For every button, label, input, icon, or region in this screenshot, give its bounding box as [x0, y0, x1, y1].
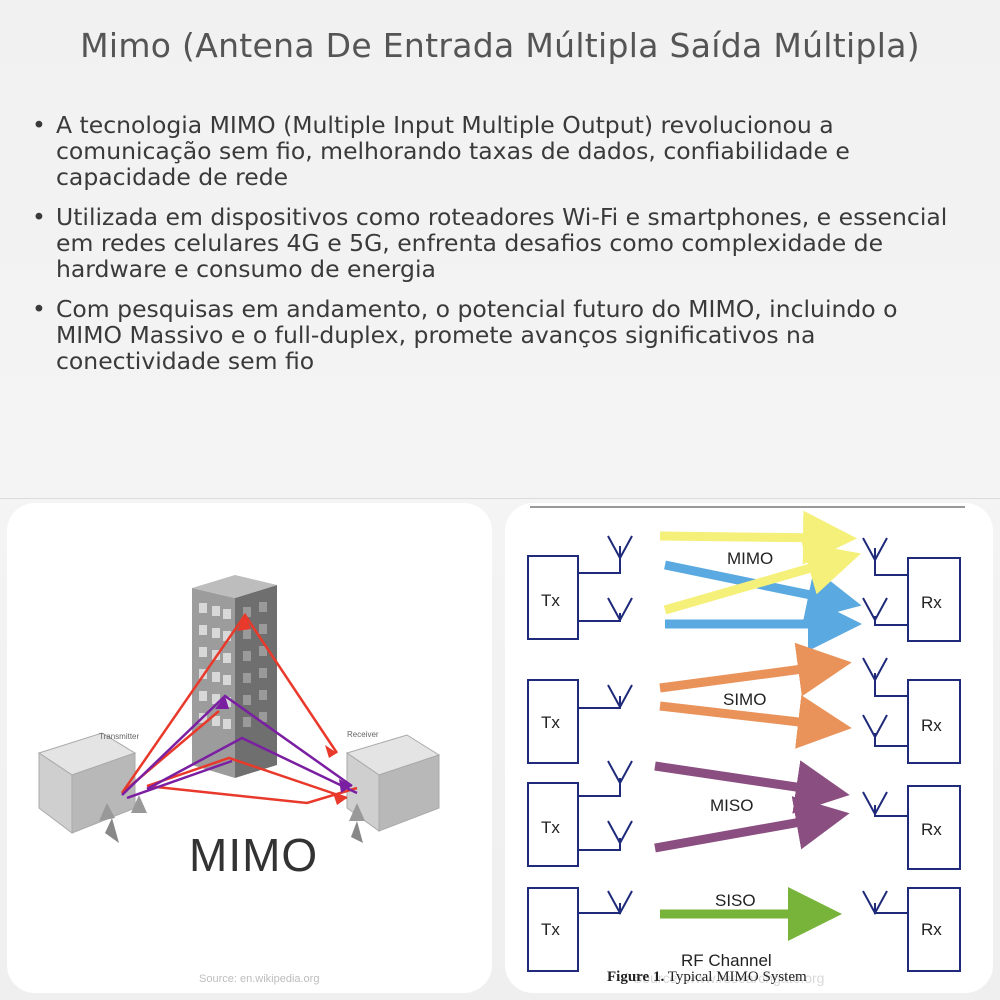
tx-label: Tx: [541, 713, 560, 732]
mimo-caption: MIMO: [189, 829, 319, 881]
miso-label: MISO: [710, 796, 753, 815]
tx-label: Tx: [541, 591, 560, 610]
mimo-illustration: Transmitter Receiver: [37, 575, 441, 843]
bullet-text: Utilizada em dispositivos como roteadore…: [56, 203, 948, 283]
siso-label: SISO: [715, 891, 756, 910]
bullet-marker: •: [32, 111, 46, 139]
source-credit: Source: www.researchgate.org: [633, 970, 825, 986]
building-illustration: [192, 575, 277, 778]
figure-number: Figure 1.: [607, 969, 665, 985]
rx-label: Rx: [921, 716, 942, 735]
rx-label: Rx: [921, 920, 942, 939]
mimo-label: MIMO: [727, 549, 773, 568]
section-divider: [0, 498, 1000, 499]
bullet-text: A tecnologia MIMO (Multiple Input Multip…: [56, 111, 850, 191]
bullet-text: Com pesquisas em andamento, o potencial …: [56, 295, 898, 375]
tx-label: Tx: [541, 818, 560, 837]
page-title: Mimo (Antena De Entrada Múltipla Saída M…: [80, 26, 920, 65]
source-credit: Source: en.wikipedia.org: [199, 973, 320, 985]
bullet-item: • Com pesquisas em andamento, o potencial…: [30, 296, 960, 374]
rx-label: Rx: [921, 593, 942, 612]
bullet-marker: •: [32, 295, 46, 323]
bullet-list: • A tecnologia MIMO (Multiple Input Multi…: [30, 112, 960, 388]
mimo-system-diagram: Tx Rx Tx Rx Tx Rx Tx Rx MIMO SIMO MISO S…: [527, 506, 965, 972]
receiver-device: [345, 734, 441, 843]
rf-channel-label: RF Channel: [681, 951, 772, 970]
mimo-diagram-card: Tx Rx Tx Rx Tx Rx Tx Rx MIMO SIMO MISO S…: [505, 503, 993, 993]
transmitter-label: Transmitter: [99, 732, 139, 741]
figure-caption-text: Typical MIMO System: [667, 969, 807, 985]
simo-arrow: [659, 642, 852, 697]
receiver-label: Receiver: [347, 730, 379, 739]
bullet-item: • A tecnologia MIMO (Multiple Input Multi…: [30, 112, 960, 190]
bullet-item: • Utilizada em dispositivos como roteador…: [30, 204, 960, 282]
figure-caption: Figure 1. Typical MIMO System: [607, 969, 807, 986]
simo-label: SIMO: [723, 690, 766, 709]
mimo-arrow: [659, 510, 857, 565]
miso-arrow: [654, 796, 850, 853]
transmitter-device: [37, 732, 147, 843]
tx-label: Tx: [541, 920, 560, 939]
bullet-marker: •: [32, 203, 46, 231]
mimo-illustration-card: Transmitter Receiver MIMO Source: en.wik…: [7, 503, 492, 993]
miso-arrow: [654, 760, 850, 814]
simo-arrow: [659, 695, 852, 749]
rx-label: Rx: [921, 820, 942, 839]
mimo-arrow: [663, 542, 861, 615]
